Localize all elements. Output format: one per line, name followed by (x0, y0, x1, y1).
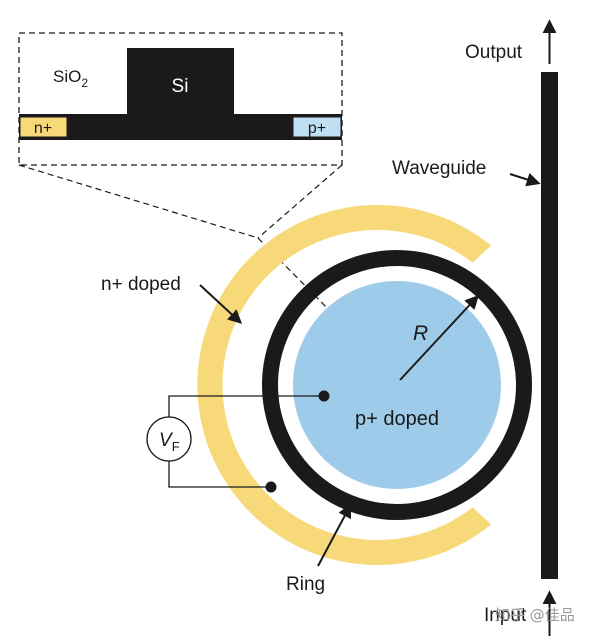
cross-section-inset: SiO2 Si n+ p+ (18, 32, 343, 166)
zoom-line-left (18, 164, 259, 239)
sio2-main-text: SiO (53, 67, 81, 86)
ring-pointer (317, 503, 352, 567)
zoom-guide-lines (18, 164, 343, 316)
bias-circuit: VF (146, 390, 330, 493)
n-doped-region (197, 204, 492, 566)
n-contact-dot (265, 481, 277, 493)
radius-arrow (399, 294, 479, 381)
watermark-text: 知乎 @佳品 (495, 606, 575, 624)
n-doped-pointer (199, 284, 243, 324)
input-label: Input (484, 605, 527, 626)
zoom-line-right (257, 164, 343, 239)
p-doped-label: p+ doped (355, 408, 439, 430)
inset-dashed-frame (18, 32, 343, 166)
n-plus-label: n+ (34, 120, 52, 137)
vf-main-text: V (159, 430, 174, 451)
sio2-label: SiO2 (53, 67, 88, 90)
waveguide-label: Waveguide (392, 158, 486, 179)
p-plus-label: p+ (308, 120, 326, 137)
zoom-line-center (257, 237, 335, 316)
vf-label: VF (159, 430, 180, 454)
ring-waveguide (262, 250, 532, 520)
p-contact-dot (318, 390, 330, 402)
ring-resonator (197, 204, 532, 566)
bus-waveguide: Output Input (465, 19, 558, 636)
n-plus-contact (19, 116, 68, 138)
waveguide-pointer (509, 172, 541, 187)
silicon-slab (19, 114, 342, 140)
p-doped-region (293, 281, 501, 489)
si-label: Si (172, 76, 189, 97)
waveguide-bar (541, 72, 558, 579)
wire-to-n-contact (168, 461, 271, 488)
radius-label: R (413, 322, 428, 345)
output-label: Output (465, 42, 523, 63)
voltage-source-circle (146, 416, 192, 462)
p-plus-contact (292, 116, 342, 138)
sio2-subscript: 2 (81, 76, 88, 90)
n-doped-label: n+ doped (101, 274, 181, 295)
vf-subscript: F (172, 439, 180, 454)
ring-label: Ring (286, 574, 325, 595)
silicon-rib (127, 48, 234, 116)
wire-to-p-contact (168, 395, 324, 418)
